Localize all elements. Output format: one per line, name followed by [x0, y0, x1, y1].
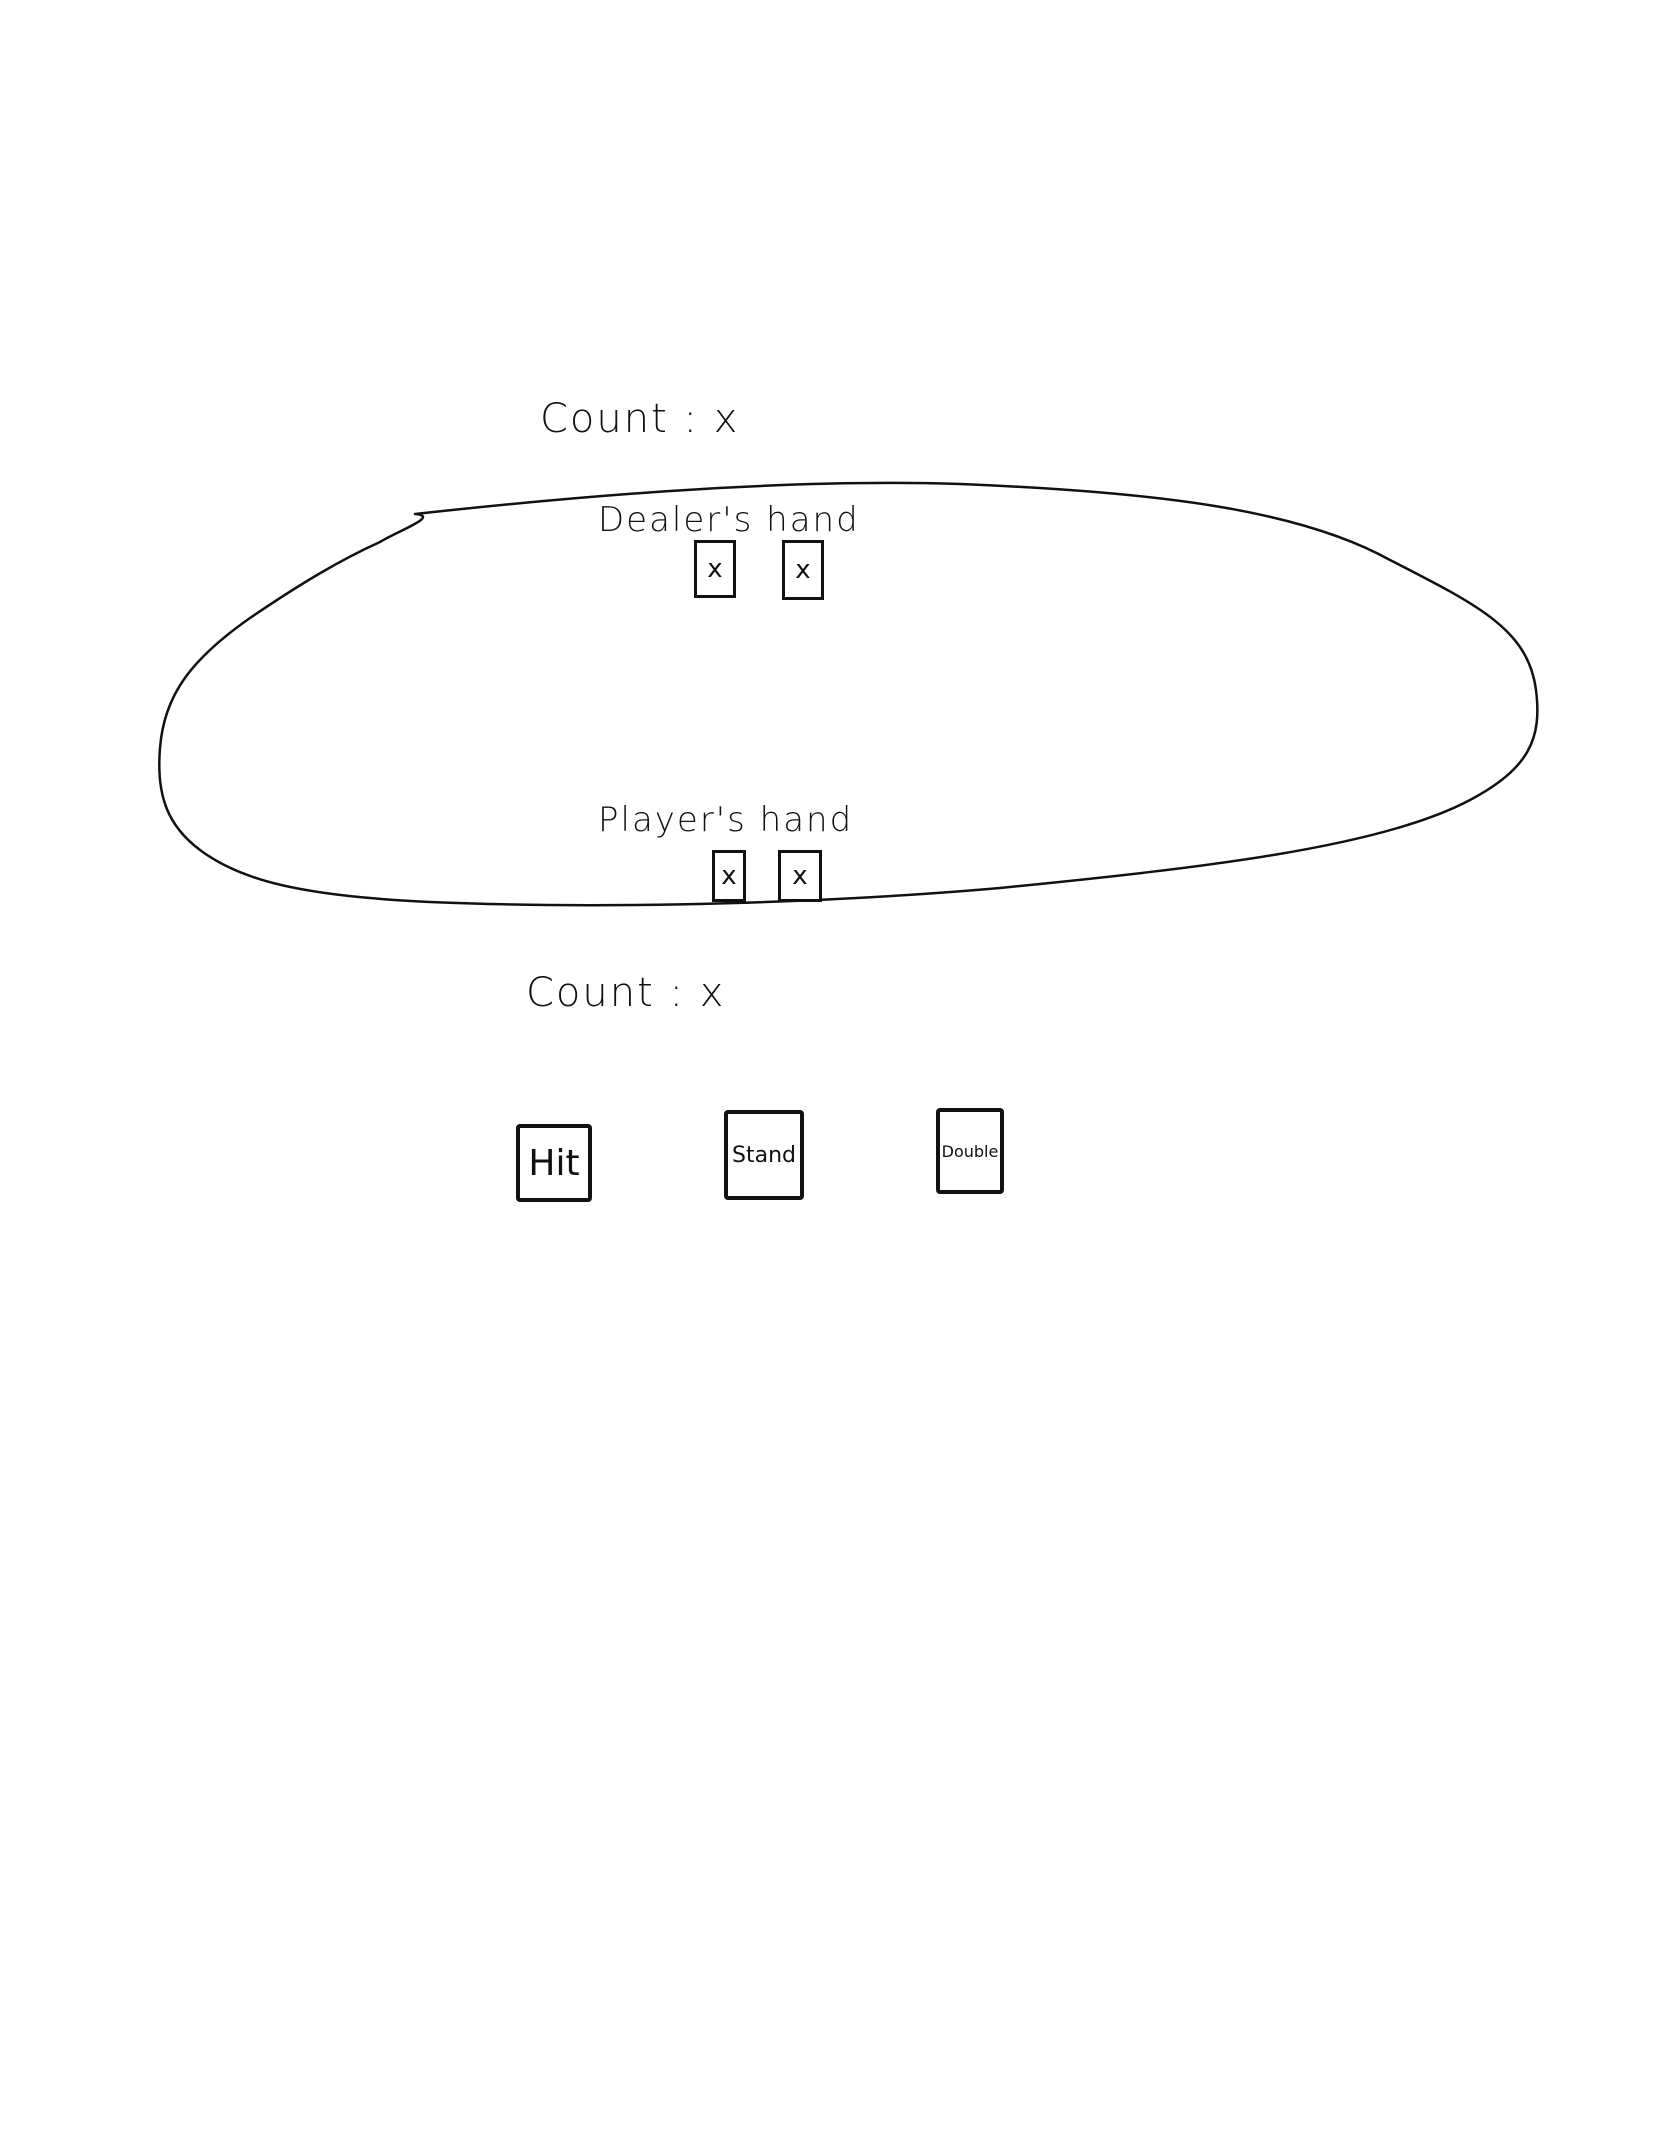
- player-hand-label: Player's hand: [598, 800, 854, 840]
- player-card-2: x: [778, 850, 822, 902]
- stand-button[interactable]: Stand: [724, 1110, 804, 1200]
- dealer-card-2: x: [782, 540, 824, 600]
- player-count: Count : x: [526, 970, 726, 1016]
- table-outline: [158, 481, 1539, 907]
- dealer-count: Count : x: [540, 396, 740, 442]
- dealer-card-1: x: [694, 540, 736, 598]
- double-button[interactable]: Double: [936, 1108, 1004, 1194]
- hit-button[interactable]: Hit: [516, 1124, 592, 1202]
- player-card-1: x: [712, 850, 746, 902]
- dealer-hand-label: Dealer's hand: [598, 500, 860, 540]
